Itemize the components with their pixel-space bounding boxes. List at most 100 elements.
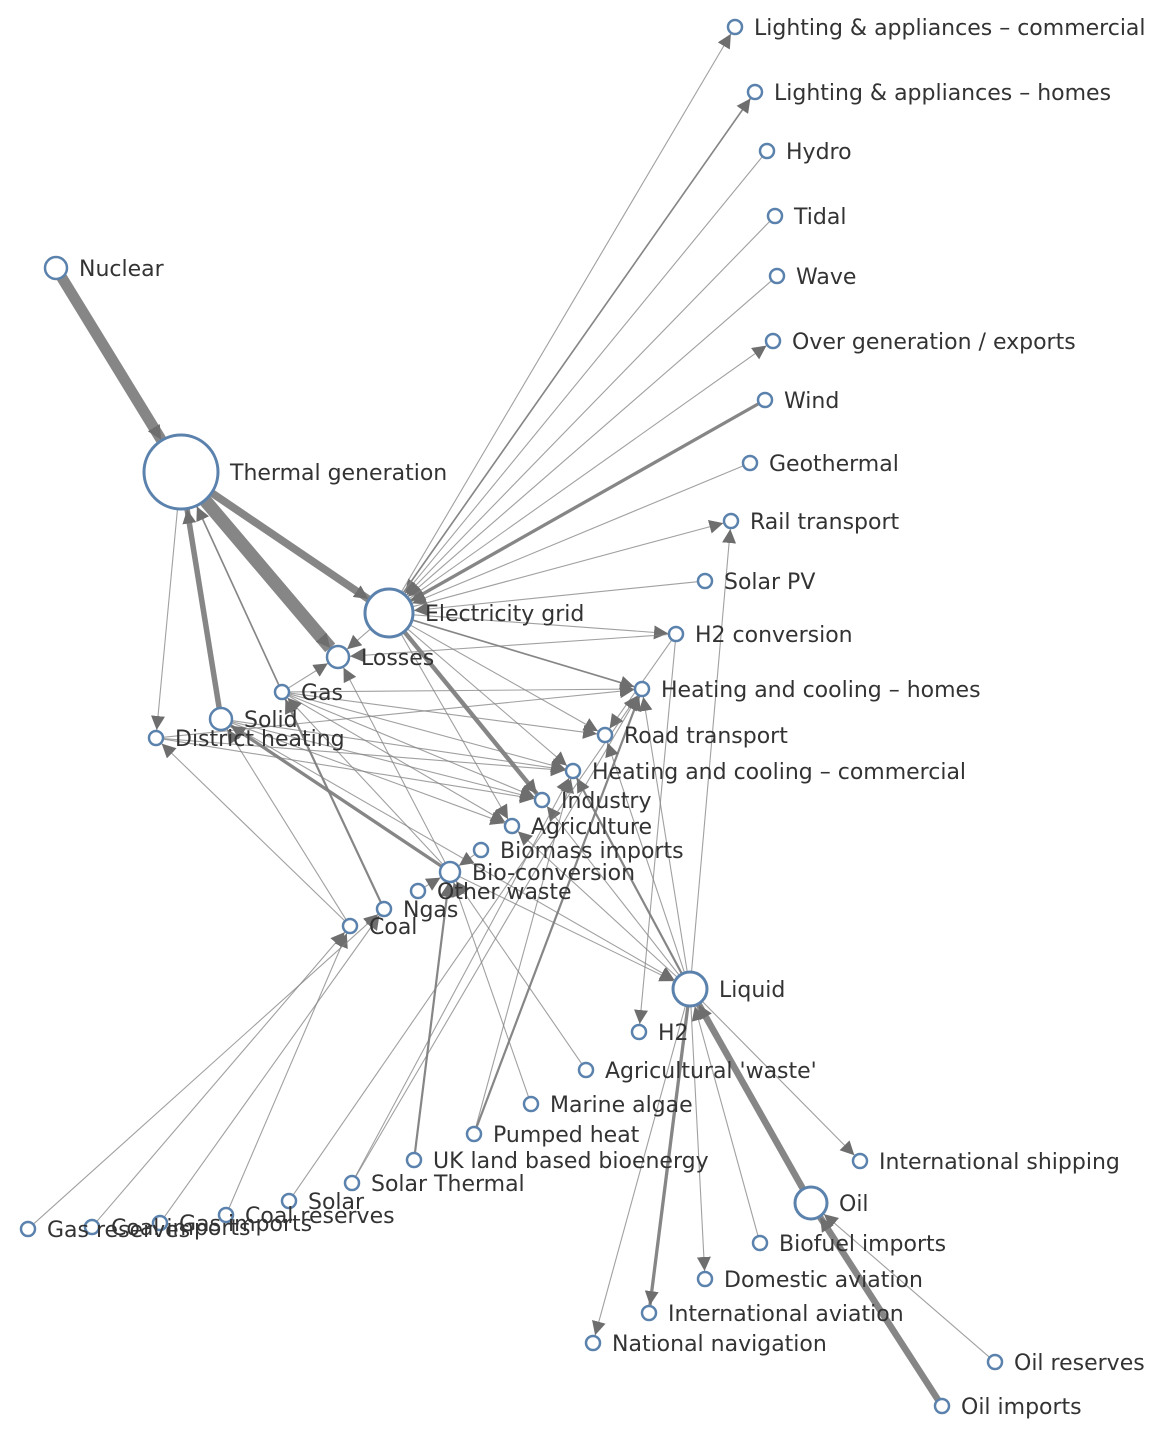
node-circle-h2conv[interactable] xyxy=(667,625,685,643)
node-domav[interactable]: Domestic aviation xyxy=(696,1268,923,1293)
node-wave[interactable]: Wave xyxy=(768,265,856,290)
node-thermal[interactable]: Thermal generation xyxy=(142,433,447,511)
node-coalres[interactable]: Coal reserves xyxy=(217,1204,395,1229)
node-circle-overgen[interactable] xyxy=(764,332,782,350)
node-intship[interactable]: International shipping xyxy=(851,1150,1120,1175)
node-agwaste[interactable]: Agricultural 'waste' xyxy=(577,1059,817,1084)
node-hcc[interactable]: Heating and cooling – commercial xyxy=(564,760,966,785)
edge-bioconv-to-liquid xyxy=(458,875,675,982)
node-wind[interactable]: Wind xyxy=(756,389,839,414)
node-rail[interactable]: Rail transport xyxy=(722,510,900,535)
node-circle-solid[interactable] xyxy=(208,706,234,732)
node-coalimp[interactable]: Coal imports xyxy=(83,1216,251,1241)
node-circle-h2[interactable] xyxy=(630,1023,648,1041)
node-circle-oilres[interactable] xyxy=(986,1353,1004,1371)
node-hch[interactable]: Heating and cooling – homes xyxy=(633,678,981,703)
node-circle-intav[interactable] xyxy=(640,1304,658,1322)
node-circle-rail[interactable] xyxy=(722,512,740,530)
node-pumped[interactable]: Pumped heat xyxy=(465,1123,640,1148)
node-tidal[interactable]: Tidal xyxy=(766,205,846,230)
node-gasimp[interactable]: Gas imports xyxy=(151,1212,312,1237)
node-circle-grid[interactable] xyxy=(363,587,415,639)
node-circle-oilimp[interactable] xyxy=(933,1397,951,1415)
node-agri[interactable]: Agriculture xyxy=(503,815,652,840)
node-circle-marine[interactable] xyxy=(522,1095,540,1113)
node-circle-industry[interactable] xyxy=(533,791,551,809)
node-circle-bioconv[interactable] xyxy=(438,860,462,884)
node-circle-agwaste[interactable] xyxy=(577,1061,595,1079)
node-nuclear[interactable]: Nuclear xyxy=(43,255,165,282)
node-circle-solarpv[interactable] xyxy=(696,572,714,590)
node-circle-lac[interactable] xyxy=(726,18,744,36)
node-circle-lah[interactable] xyxy=(746,83,764,101)
node-marine[interactable]: Marine algae xyxy=(522,1093,693,1118)
node-circle-agri[interactable] xyxy=(503,817,521,835)
node-circle-wind[interactable] xyxy=(756,391,774,409)
node-industry[interactable]: Industry xyxy=(533,789,652,814)
node-circle-hcc[interactable] xyxy=(564,762,582,780)
node-oil[interactable]: Oil xyxy=(793,1185,869,1221)
node-gasres[interactable]: Gas reserves xyxy=(19,1218,190,1243)
edge-solarpv-to-grid xyxy=(413,581,699,617)
node-circle-oil[interactable] xyxy=(793,1185,829,1221)
node-bioconv[interactable]: Bio-conversion xyxy=(438,860,635,886)
node-oilimp[interactable]: Oil imports xyxy=(933,1395,1082,1420)
node-circle-coalres[interactable] xyxy=(217,1206,235,1224)
node-circle-hydro[interactable] xyxy=(758,142,776,160)
node-circle-geo[interactable] xyxy=(741,454,759,472)
node-solarpv[interactable]: Solar PV xyxy=(696,570,815,595)
node-natnav[interactable]: National navigation xyxy=(584,1332,827,1357)
node-label-nuclear: Nuclear xyxy=(79,257,165,282)
node-solid[interactable]: Solid xyxy=(208,706,298,733)
node-circle-domav[interactable] xyxy=(696,1270,714,1288)
node-grid[interactable]: Electricity grid xyxy=(363,587,584,639)
node-circle-biofuel[interactable] xyxy=(751,1234,769,1252)
node-gas[interactable]: Gas xyxy=(273,681,343,706)
node-circle-thermal[interactable] xyxy=(142,433,220,511)
node-liquid[interactable]: Liquid xyxy=(671,970,785,1008)
node-circle-road[interactable] xyxy=(596,726,614,744)
node-circle-district[interactable] xyxy=(147,729,165,747)
node-intav[interactable]: International aviation xyxy=(640,1302,904,1327)
node-label-domav: Domestic aviation xyxy=(724,1268,923,1293)
node-h2conv[interactable]: H2 conversion xyxy=(667,623,853,648)
node-solarth[interactable]: Solar Thermal xyxy=(343,1172,525,1197)
node-road[interactable]: Road transport xyxy=(596,724,788,749)
node-circle-ukland[interactable] xyxy=(405,1151,423,1169)
node-circle-hch[interactable] xyxy=(633,680,651,698)
node-circle-gasres[interactable] xyxy=(19,1220,37,1238)
node-circle-wave[interactable] xyxy=(768,267,786,285)
node-circle-gas[interactable] xyxy=(273,683,291,701)
node-circle-solarth[interactable] xyxy=(343,1174,361,1192)
node-otherwaste[interactable]: Other waste xyxy=(409,880,572,905)
node-solar[interactable]: Solar xyxy=(280,1190,365,1215)
node-district[interactable]: District heating xyxy=(147,727,345,752)
node-overgen[interactable]: Over generation / exports xyxy=(764,330,1076,355)
node-circle-losses[interactable] xyxy=(325,644,351,670)
node-ngas[interactable]: Ngas xyxy=(375,898,458,923)
node-circle-natnav[interactable] xyxy=(584,1334,602,1352)
node-lac[interactable]: Lighting & appliances – commercial xyxy=(726,16,1146,41)
node-circle-nuclear[interactable] xyxy=(43,255,69,281)
node-circle-intship[interactable] xyxy=(851,1152,869,1170)
node-circle-solar[interactable] xyxy=(280,1192,298,1210)
node-circle-gasimp[interactable] xyxy=(151,1214,169,1232)
node-lah[interactable]: Lighting & appliances – homes xyxy=(746,81,1111,106)
node-hydro[interactable]: Hydro xyxy=(758,140,852,165)
node-circle-coal[interactable] xyxy=(341,917,359,935)
node-biofuel[interactable]: Biofuel imports xyxy=(751,1232,946,1257)
node-geo[interactable]: Geothermal xyxy=(741,452,899,477)
node-circle-pumped[interactable] xyxy=(465,1125,483,1143)
node-ukland[interactable]: UK land based bioenergy xyxy=(405,1149,709,1174)
node-circle-coalimp[interactable] xyxy=(83,1218,101,1236)
node-circle-ngas[interactable] xyxy=(375,900,393,918)
node-circle-tidal[interactable] xyxy=(766,207,784,225)
node-coal[interactable]: Coal xyxy=(341,915,417,940)
node-losses[interactable]: Losses xyxy=(325,644,434,671)
node-biomass[interactable]: Biomass imports xyxy=(472,839,684,864)
node-oilres[interactable]: Oil reserves xyxy=(986,1351,1145,1376)
node-circle-biomass[interactable] xyxy=(472,841,490,859)
node-circle-liquid[interactable] xyxy=(671,970,709,1008)
node-circle-otherwaste[interactable] xyxy=(409,882,427,900)
node-h2[interactable]: H2 xyxy=(630,1021,689,1046)
